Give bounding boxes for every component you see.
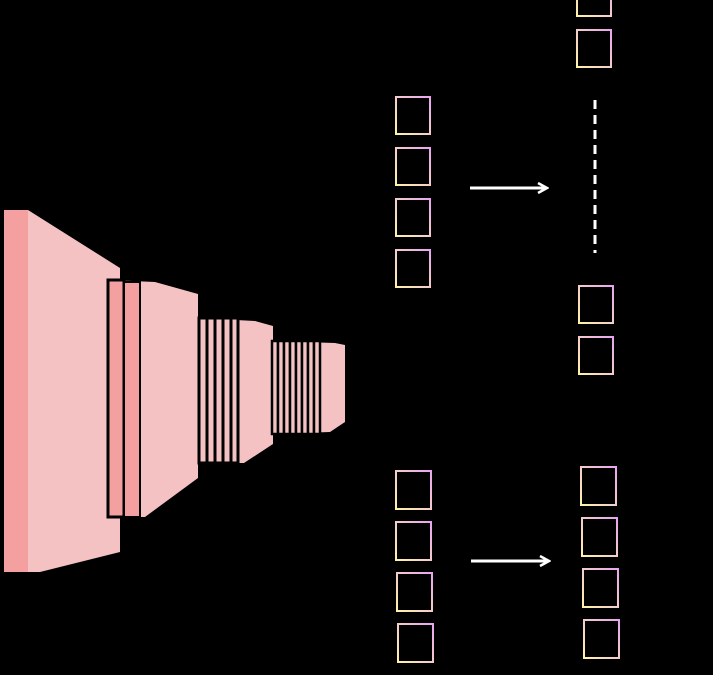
network-stage-4 (270, 339, 345, 436)
bottom-input-square (397, 623, 434, 663)
top-input-square (395, 96, 431, 135)
top-input-column (395, 96, 431, 288)
bottom-output-column (580, 466, 620, 659)
top-input-square (395, 249, 431, 288)
bottom-output-square (580, 466, 617, 506)
bottom-input-column (395, 470, 434, 663)
bottom-input-square (395, 521, 432, 561)
top-output-square (578, 336, 614, 375)
bottom-output-square (581, 517, 618, 557)
top-output-square (578, 285, 614, 324)
network-stage-3 (197, 316, 273, 465)
top-input-square (395, 198, 431, 237)
network-stage-1 (4, 210, 120, 572)
top-input-square (395, 147, 431, 186)
bottom-input-square (395, 470, 432, 510)
top-output-square (576, 29, 612, 68)
network-stage-2 (106, 278, 198, 519)
bottom-output-square (583, 619, 620, 659)
bottom-input-square (396, 572, 433, 612)
cnn-pyramid-icon (4, 210, 345, 572)
top-output-square (576, 0, 612, 17)
top-output-column (576, 0, 614, 375)
bottom-output-square (582, 568, 619, 608)
